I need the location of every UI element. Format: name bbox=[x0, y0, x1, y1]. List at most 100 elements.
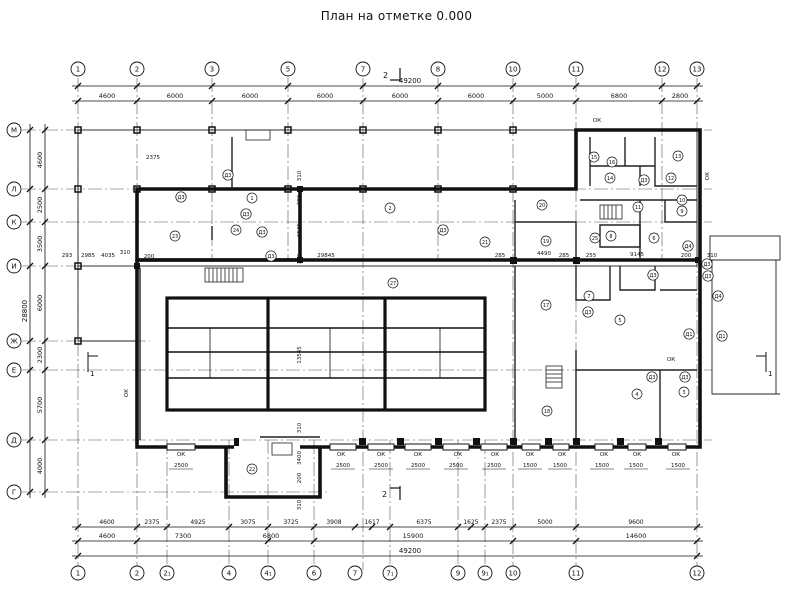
dimension-tick bbox=[368, 523, 376, 531]
dim-bottom1-6: 1617 bbox=[364, 519, 379, 526]
dimension-tick bbox=[74, 523, 82, 531]
door-tag-circle bbox=[256, 226, 268, 238]
axis-bottom-10-label: 10 bbox=[509, 570, 518, 578]
dimension-tick bbox=[572, 537, 580, 545]
axis-top-0-circle bbox=[70, 61, 86, 77]
dimension-tick bbox=[509, 97, 517, 105]
room-number: 21 bbox=[482, 240, 488, 246]
misc-label-14: 255 bbox=[586, 253, 597, 259]
door-tag-circle bbox=[638, 174, 650, 186]
axis-bottom-9: 9₁ bbox=[477, 565, 493, 581]
dimension-tick bbox=[386, 523, 394, 531]
door-tag-circle bbox=[265, 250, 277, 262]
room-tag-8: 9 bbox=[676, 205, 688, 217]
room-tag-4: 5 bbox=[614, 314, 626, 326]
axis-top-8-label: 12 bbox=[658, 66, 667, 74]
axis-left-1-label: Л bbox=[11, 186, 16, 194]
misc-label-21: 200 bbox=[297, 472, 303, 483]
window-size-6: 1500 bbox=[523, 463, 537, 469]
dimension-tick bbox=[481, 523, 489, 531]
room-number: 1 bbox=[250, 196, 253, 202]
axis-left-0: М bbox=[6, 122, 22, 138]
door-tag-circle bbox=[683, 328, 695, 340]
axis-left-7-circle bbox=[6, 484, 22, 500]
dimension-ticks bbox=[26, 82, 701, 560]
dimension-tick bbox=[41, 218, 49, 226]
axis-bottom-4: 4₁ bbox=[260, 565, 276, 581]
door-code: Д3 bbox=[648, 375, 655, 381]
dimension-tick bbox=[693, 97, 701, 105]
stairs bbox=[204, 129, 623, 456]
axis-left-2: К bbox=[6, 214, 22, 230]
room-number: 5 bbox=[618, 318, 621, 324]
room-tag-circle bbox=[631, 388, 643, 400]
dimension-tick bbox=[310, 523, 318, 531]
dimension-tick bbox=[41, 488, 49, 496]
dim-left-total: 28800 bbox=[21, 300, 29, 322]
dim-top-1: 6000 bbox=[167, 92, 184, 100]
axis-top-6-circle bbox=[505, 61, 521, 77]
axis-top-1: 2 bbox=[129, 61, 145, 77]
misc-label-1: 310 bbox=[297, 170, 303, 181]
dimension-tick bbox=[26, 262, 34, 270]
room-number: 3 bbox=[682, 390, 685, 396]
axis-top-9: 13 bbox=[689, 61, 705, 77]
room-number: 18 bbox=[544, 409, 550, 415]
room-tag-1: 2 bbox=[384, 202, 396, 214]
room-tag-10: 11 bbox=[632, 201, 644, 213]
axis-bottom-5-label: 6 bbox=[312, 570, 317, 578]
axis-top-3-circle bbox=[280, 61, 296, 77]
room-tag-circle bbox=[632, 201, 644, 213]
door-code: Д3 bbox=[267, 254, 274, 260]
axis-left-1-circle bbox=[6, 181, 22, 197]
dimension-tick bbox=[351, 523, 359, 531]
room-tag-circle bbox=[246, 463, 258, 475]
axis-bottom-12: 12 bbox=[689, 565, 705, 581]
room-tag-circle bbox=[387, 277, 399, 289]
door-tag-12: Д4 bbox=[682, 240, 694, 252]
dimension-tick bbox=[284, 82, 292, 90]
axis-left-7-label: Г bbox=[12, 489, 16, 497]
axis-bottom-6: 7 bbox=[347, 565, 363, 581]
axis-bottom-3: 4 bbox=[221, 565, 237, 581]
room-tag-20: 21 bbox=[479, 236, 491, 248]
dimension-tick bbox=[26, 126, 34, 134]
room-tag-2: 3 bbox=[678, 386, 690, 398]
door-tag-circle bbox=[582, 306, 594, 318]
room-tag-circle bbox=[589, 232, 601, 244]
room-number: 12 bbox=[668, 176, 674, 182]
section-mark-bottom bbox=[390, 486, 401, 500]
dimension-tick bbox=[26, 218, 34, 226]
axis-top-4-label: 7 bbox=[361, 66, 365, 74]
dim-top-2: 6000 bbox=[242, 92, 259, 100]
door-code: Д3 bbox=[242, 212, 249, 218]
dim-bottom2-3: 15900 bbox=[403, 532, 424, 540]
section-mark-bottom-label: 2 bbox=[382, 490, 387, 499]
door-code: Д3 bbox=[258, 230, 265, 236]
axis-bottom-10: 10 bbox=[505, 565, 521, 581]
door-code: Д4 bbox=[714, 294, 721, 300]
dimension-tick bbox=[310, 537, 318, 545]
room-tag-3: 4 bbox=[631, 388, 643, 400]
misc-label-15: 9145 bbox=[630, 252, 644, 258]
room-number: 10 bbox=[679, 198, 685, 204]
room-number: 15 bbox=[591, 155, 597, 161]
dimension-tick bbox=[208, 97, 216, 105]
door-tag-circle bbox=[679, 371, 691, 383]
room-tag-circle bbox=[678, 386, 690, 398]
axis-bottom-12-circle bbox=[689, 565, 705, 581]
room-tags: 1234567891011121314151617181920212223242… bbox=[169, 150, 690, 475]
axis-top-1-circle bbox=[129, 61, 145, 77]
axis-left-3-circle bbox=[6, 258, 22, 274]
axis-top-0-label: 1 bbox=[76, 66, 80, 74]
misc-label-26: ОК bbox=[667, 357, 675, 363]
door-tag-16: Д3 bbox=[701, 258, 713, 270]
axis-left-6-circle bbox=[6, 432, 22, 448]
section-mark-left-label: 1 bbox=[90, 370, 94, 378]
axis-bottom-12-label: 12 bbox=[693, 570, 702, 578]
door-tag-circle bbox=[701, 258, 713, 270]
room-number: 17 bbox=[543, 303, 549, 309]
dimension-tick bbox=[74, 552, 82, 560]
